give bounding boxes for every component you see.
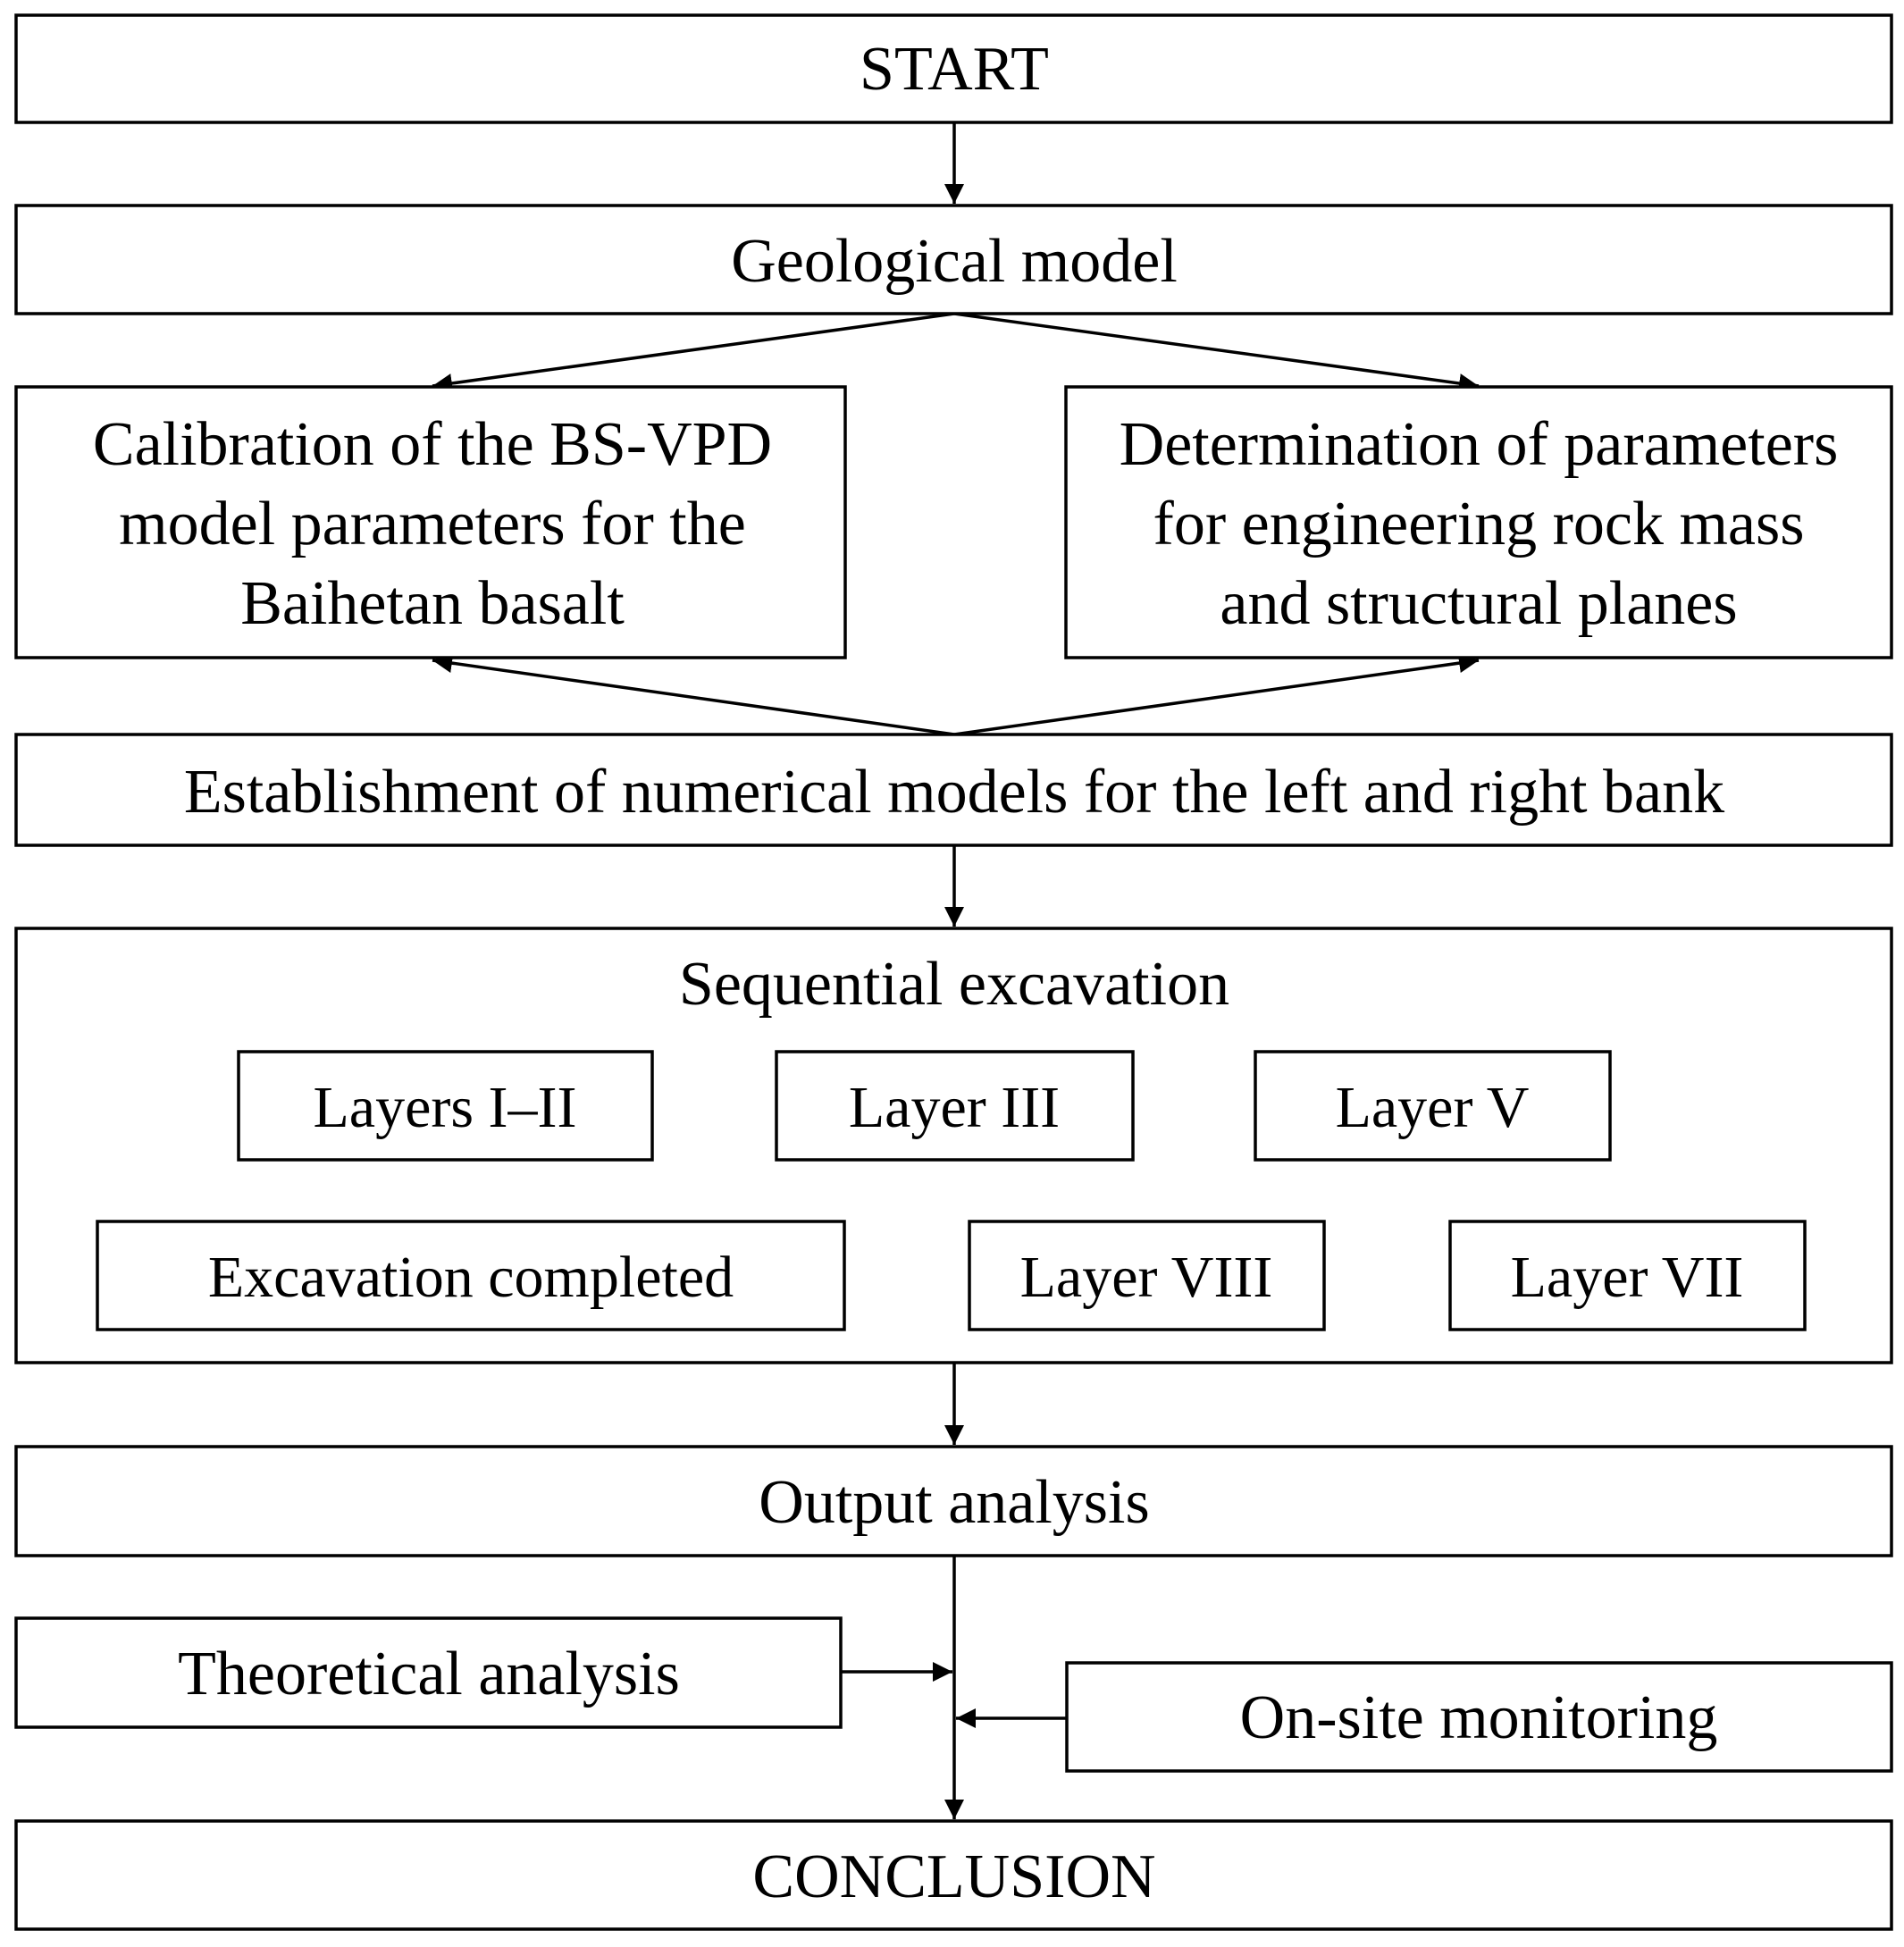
determination-label-line-3: and structural planes bbox=[1220, 569, 1737, 638]
establishment-node: Establishment of numerical models for th… bbox=[14, 733, 1893, 847]
theoretical-analysis-label: Theoretical analysis bbox=[178, 1640, 680, 1708]
layer-5-label: Layer V bbox=[1336, 1075, 1530, 1140]
layers-1-2-node: Layers I–II bbox=[237, 1050, 654, 1162]
sequential-excavation-title: Sequential excavation bbox=[679, 950, 1229, 1019]
layer-3-label: Layer III bbox=[849, 1075, 1060, 1140]
determination-node: Determination of parameters for engineer… bbox=[1064, 385, 1893, 659]
layer-8-node: Layer VIII bbox=[968, 1220, 1326, 1331]
excavation-completed-label: Excavation completed bbox=[208, 1245, 734, 1310]
layers-1-2-label: Layers I–II bbox=[313, 1075, 576, 1140]
edge-geological-to-determination bbox=[953, 312, 1480, 393]
layer-5-node: Layer V bbox=[1254, 1050, 1612, 1162]
output-analysis-node: Output analysis bbox=[14, 1445, 1893, 1557]
edge-establishment-to-calibration bbox=[432, 653, 955, 736]
start-label: START bbox=[860, 35, 1049, 104]
sequential-excavation-container: Sequential excavation Layers I–II Layer … bbox=[14, 927, 1893, 1364]
calibration-label-line-2: model parameters for the bbox=[119, 490, 746, 558]
on-site-monitoring-node: On-site monitoring bbox=[1065, 1661, 1893, 1773]
calibration-node: Calibration of the BS-VPD model paramete… bbox=[14, 385, 847, 659]
theoretical-analysis-node: Theoretical analysis bbox=[14, 1616, 843, 1729]
layer-7-node: Layer VII bbox=[1448, 1220, 1807, 1331]
geological-model-node: Geological model bbox=[14, 204, 1893, 315]
determination-label-line-2: for engineering rock mass bbox=[1153, 490, 1805, 558]
edge-establishment-to-determination bbox=[953, 653, 1480, 736]
edge-geological-to-calibration bbox=[432, 312, 955, 393]
geological-model-label: Geological model bbox=[731, 227, 1178, 296]
start-node: START bbox=[14, 13, 1893, 124]
layer-3-node: Layer III bbox=[775, 1050, 1135, 1162]
establishment-label: Establishment of numerical models for th… bbox=[184, 758, 1724, 827]
conclusion-node: CONCLUSION bbox=[14, 1819, 1893, 1931]
calibration-label-line-1: Calibration of the BS-VPD bbox=[93, 410, 772, 479]
calibration-label-line-3: Baihetan basalt bbox=[240, 569, 625, 638]
conclusion-label: CONCLUSION bbox=[752, 1842, 1155, 1911]
layer-8-label: Layer VIII bbox=[1020, 1245, 1273, 1310]
layer-7-label: Layer VII bbox=[1511, 1245, 1744, 1310]
determination-label-line-1: Determination of parameters bbox=[1120, 410, 1839, 479]
excavation-completed-node: Excavation completed bbox=[96, 1220, 846, 1331]
output-analysis-label: Output analysis bbox=[759, 1468, 1149, 1537]
on-site-monitoring-label: On-site monitoring bbox=[1240, 1683, 1718, 1752]
